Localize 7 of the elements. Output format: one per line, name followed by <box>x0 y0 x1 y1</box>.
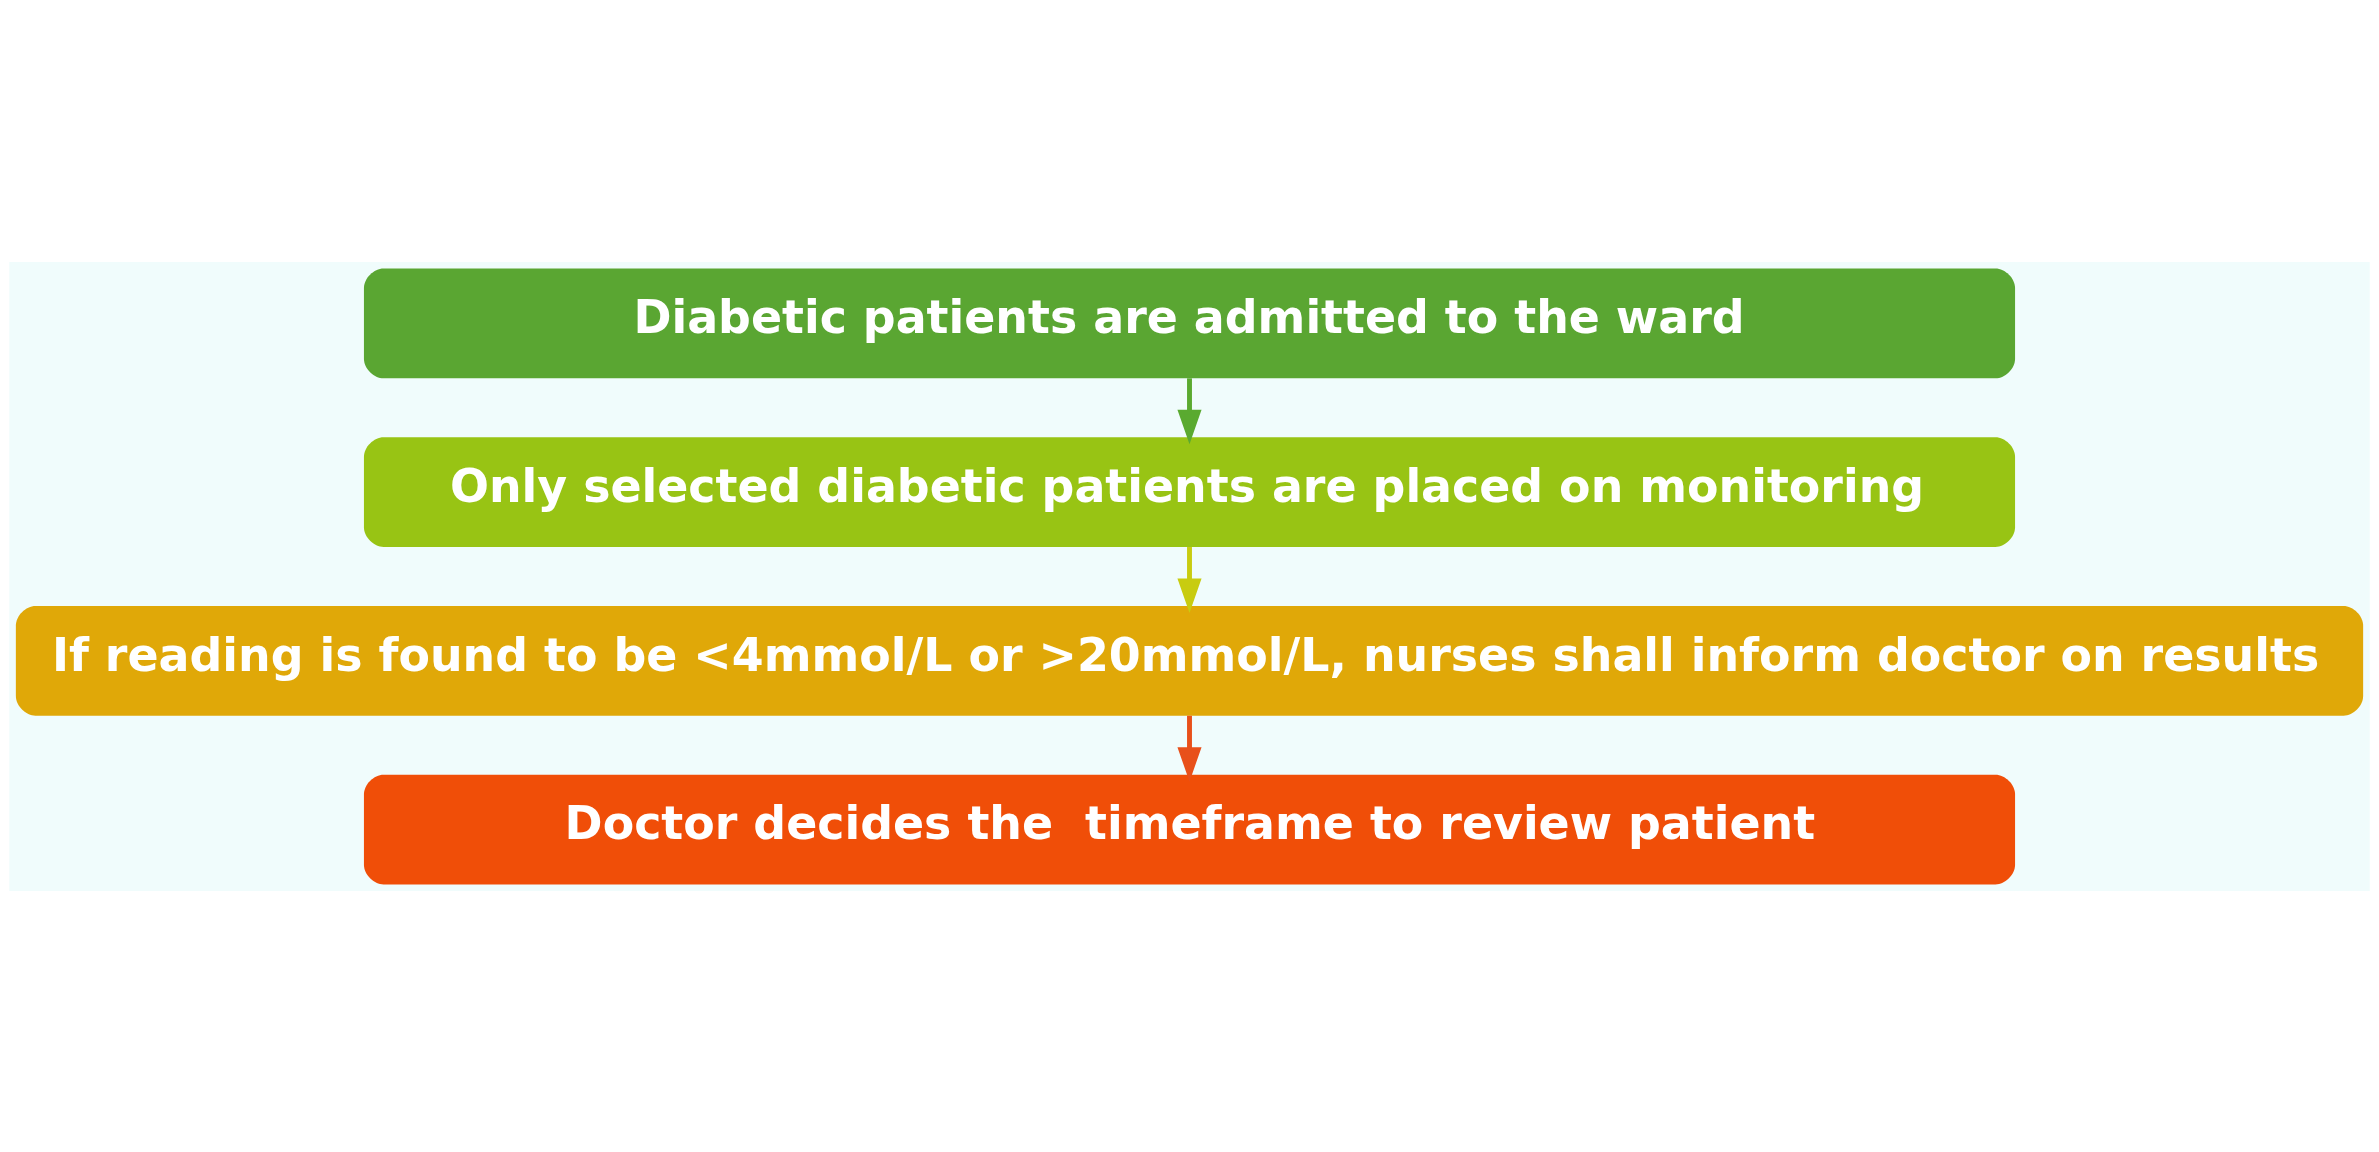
node-box: Doctor decides the timeframe to review patient <box>363 774 2016 884</box>
node-box: If reading is found to be <4mmol/L or >20mmol/L, nurses shall inform doctor on results <box>15 605 2364 716</box>
arrow <box>1177 377 1202 444</box>
node-box: Diabetic patients are admitted to the ward <box>363 268 2016 378</box>
arrow <box>1177 715 1202 782</box>
node-box: Only selected diabetic patients are placed on monitoring <box>363 436 2016 547</box>
arrow <box>1177 546 1202 613</box>
